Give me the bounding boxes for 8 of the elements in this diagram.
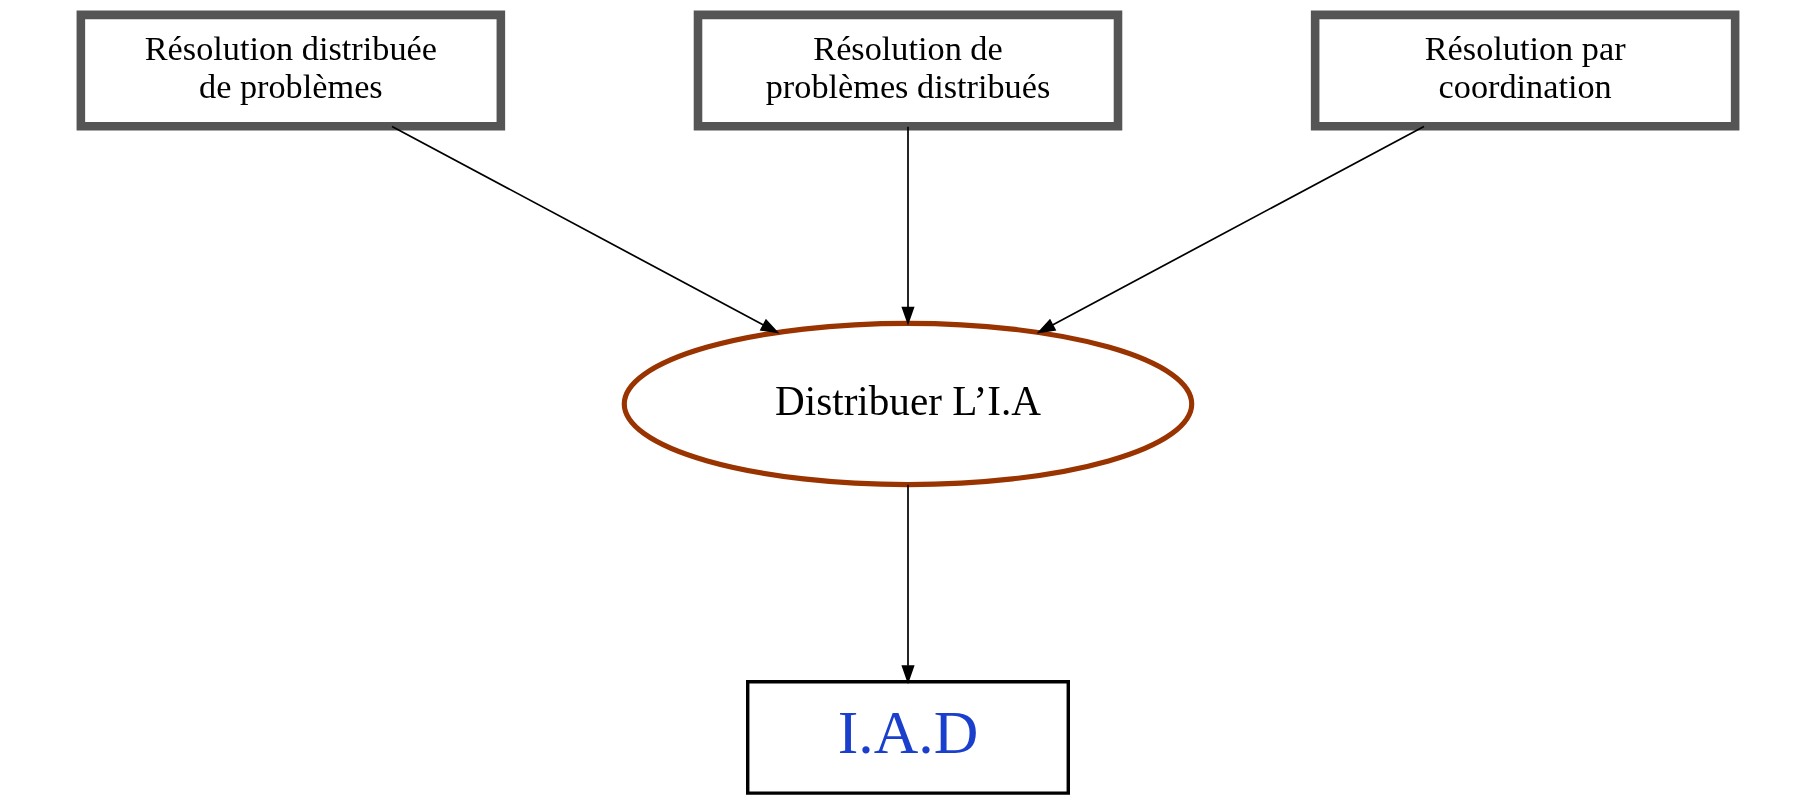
node-box: I.A.D [746, 680, 1070, 795]
arrow [901, 125, 915, 326]
node-box: Résolution par coordination [1310, 10, 1740, 131]
arrow [391, 125, 780, 334]
node-box: Résolution distribuée de problèmes [76, 10, 506, 131]
node-box: Résolution de problèmes distribués [693, 10, 1123, 131]
arrow [1036, 125, 1425, 334]
arrow [901, 483, 915, 685]
